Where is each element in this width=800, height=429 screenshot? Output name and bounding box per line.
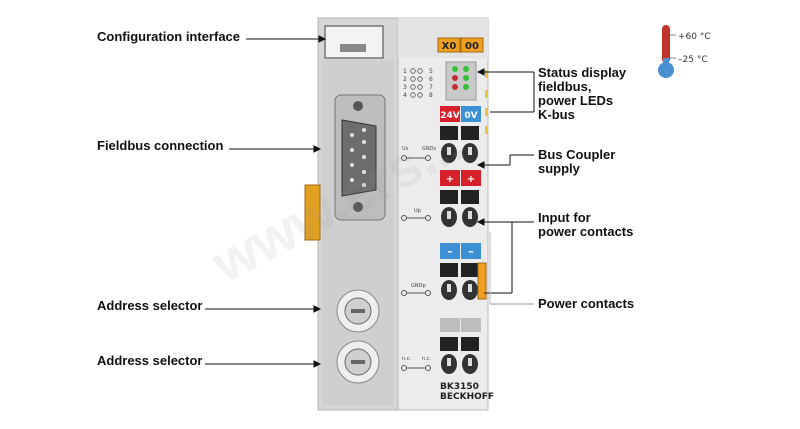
din-rail-clip — [304, 184, 321, 241]
contact-label-nc1: n.c. — [402, 356, 412, 362]
contact-symbols — [401, 155, 431, 371]
brand-label: BECKHOFF — [440, 392, 494, 402]
led-number-1: 1 — [403, 68, 407, 75]
label-configuration-interface: Configuration interface — [97, 29, 241, 44]
status-led-window — [445, 61, 477, 101]
label-power-contacts: Power contacts — [538, 296, 635, 311]
terminal-row-3 — [440, 263, 479, 300]
led-number-7: 7 — [429, 84, 433, 91]
configuration-interface-jack — [340, 44, 366, 52]
configuration-interface-port — [324, 25, 384, 59]
tag-x0-text: X0 — [442, 41, 457, 52]
tag-grey-2 — [461, 318, 481, 332]
screw-top — [353, 101, 363, 111]
dsub-connector — [341, 119, 377, 197]
contact-label-us: Us — [402, 146, 409, 152]
contact-label-up: Up — [414, 208, 421, 214]
temperature-min: –25 °C — [678, 55, 708, 65]
tag-24v — [440, 106, 460, 122]
tag-00 — [460, 37, 484, 53]
power-leds-strip — [485, 70, 488, 134]
tag-00-text: 00 — [465, 41, 479, 52]
tag-plus-2-text: + — [467, 174, 475, 185]
tag-plus-2 — [461, 170, 481, 186]
tag-minus-2-text: – — [468, 245, 474, 258]
led-number-3: 3 — [403, 84, 407, 91]
address-selector-1 — [336, 289, 380, 333]
tag-minus-1-text: – — [447, 245, 453, 258]
terminal-row-1 — [440, 126, 479, 163]
tag-0v-text: 0V — [464, 111, 477, 121]
tag-minus-1 — [440, 243, 460, 259]
temperature-max: +60 °C — [678, 32, 711, 42]
label-bus-coupler-supply: Bus Coupler supply — [538, 147, 616, 176]
tag-plus-1 — [440, 170, 460, 186]
label-input-power-contacts: Input for power contacts — [538, 210, 634, 239]
thermometer-icon — [658, 25, 676, 78]
led-number-6: 6 — [429, 76, 433, 83]
tag-24v-text: 24V — [440, 111, 460, 121]
contact-label-nc2: n.c. — [422, 356, 432, 362]
status-leds — [452, 66, 469, 90]
terminal-row-4 — [440, 337, 479, 374]
tag-x0 — [437, 37, 461, 53]
led-number-2: 2 — [403, 76, 407, 83]
label-address-selector-2: Address selector — [97, 353, 203, 368]
led-grid-left: 1 2 3 4 5 6 7 8 — [403, 68, 433, 99]
led-number-8: 8 — [429, 92, 433, 99]
tag-plus-1-text: + — [446, 174, 454, 185]
callout-lines — [205, 35, 535, 368]
tag-grey-1 — [440, 318, 460, 332]
contact-label-gndp: GNDp — [411, 283, 426, 289]
dsub-pins — [350, 128, 366, 187]
model-label: BK3150 — [440, 382, 479, 392]
contact-label-gnds: GNDs — [422, 146, 436, 152]
address-selector-2 — [336, 340, 380, 384]
terminal-row-2 — [440, 190, 479, 227]
label-status-display: Status display fieldbus, power LEDs K-bu… — [538, 65, 627, 122]
tag-minus-2 — [461, 243, 481, 259]
led-number-4: 4 — [403, 92, 407, 99]
label-address-selector-1: Address selector — [97, 298, 203, 313]
tag-0v — [461, 106, 481, 122]
led-number-5: 5 — [429, 68, 433, 75]
screw-bottom — [353, 202, 363, 212]
label-fieldbus-connection: Fieldbus connection — [97, 138, 224, 153]
power-contact-bar — [477, 262, 487, 300]
